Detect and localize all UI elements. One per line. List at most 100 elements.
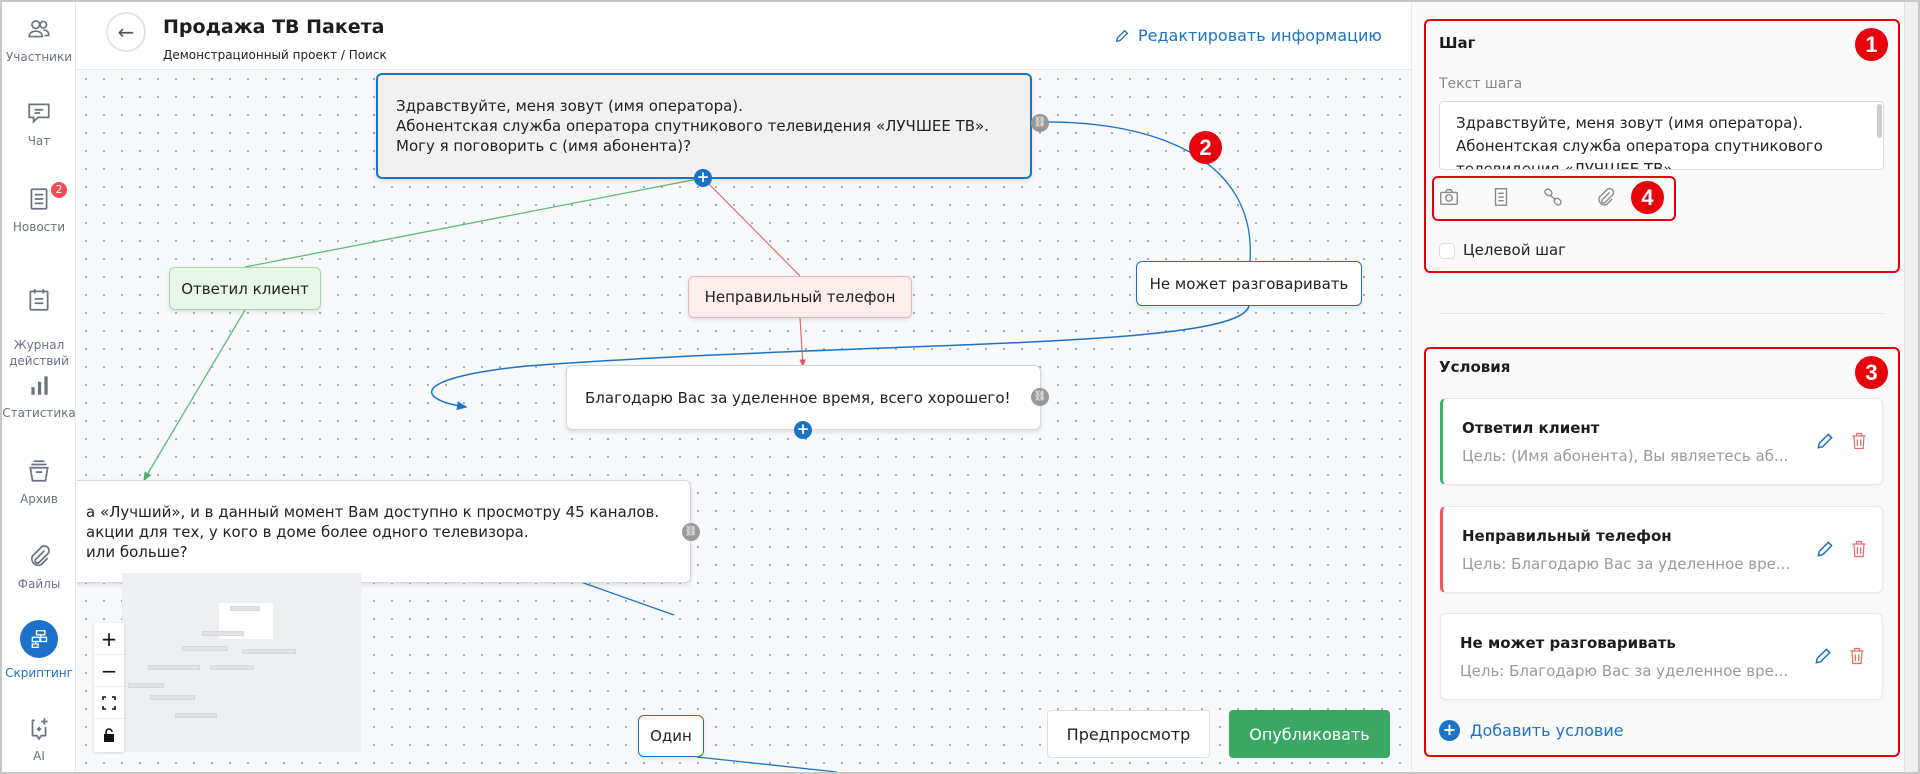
- condition-card[interactable]: Не может разговаривать Цель: Благодарю В…: [1440, 613, 1883, 700]
- link-icon[interactable]: ⛓: [1031, 114, 1049, 132]
- back-button[interactable]: ←: [106, 12, 146, 52]
- stats-icon: [31, 376, 48, 395]
- sidebar-item-label: Новости: [12, 220, 66, 234]
- sidebar-item-files[interactable]: Файлы: [2, 543, 76, 591]
- sidebar-item-label: Скриптинг: [5, 666, 73, 680]
- zoom-controls: + −: [94, 623, 124, 752]
- zoom-in-button[interactable]: +: [94, 623, 124, 655]
- trash-icon[interactable]: [1849, 431, 1869, 451]
- condition-title: Неправильный телефон: [1462, 527, 1672, 545]
- condition-label: Ответил клиент: [181, 279, 309, 298]
- fullscreen-icon: [102, 695, 116, 710]
- condition-card[interactable]: Ответил клиент Цель: (Имя абонента), Вы …: [1440, 398, 1883, 485]
- edge-wrong-phone[interactable]: [702, 177, 803, 366]
- annotation-marker: 1: [1855, 28, 1888, 61]
- link-icon[interactable]: [1542, 186, 1564, 208]
- sidebar-item-scripting[interactable]: Скриптинг: [2, 620, 76, 680]
- journal-icon: [29, 289, 49, 311]
- annotation-box-tools: [1432, 176, 1676, 221]
- edit-pencil-icon[interactable]: [1813, 646, 1833, 666]
- edge-cannot-talk-target[interactable]: [430, 305, 1250, 411]
- breadcrumb[interactable]: Демонстрационный проект / Поиск: [163, 48, 387, 62]
- condition-card[interactable]: Неправильный телефон Цель: Благодарю Вас…: [1440, 506, 1883, 593]
- sidebar-item-label: AI: [33, 749, 45, 763]
- scripting-icon: [20, 620, 58, 658]
- annotation-box-step: [1424, 19, 1900, 273]
- trash-icon[interactable]: [1847, 646, 1867, 666]
- link-icon[interactable]: ⛓: [1031, 388, 1049, 406]
- sidebar-item-statistics[interactable]: Статистика: [2, 372, 76, 420]
- lock-button[interactable]: [94, 719, 124, 751]
- unlock-icon: [104, 728, 114, 742]
- annotation-marker: 3: [1855, 356, 1888, 389]
- preview-button[interactable]: Предпросмотр: [1047, 710, 1210, 758]
- annotation-box-conditions: [1424, 347, 1900, 757]
- page-title: Продажа ТВ Пакета: [163, 16, 385, 38]
- condition-node-wrong-phone[interactable]: Неправильный телефон: [688, 276, 912, 318]
- target-step-checkbox[interactable]: [1439, 243, 1455, 259]
- plus-circle-icon: +: [1439, 720, 1460, 741]
- panel-scrollbar[interactable]: [1904, 2, 1918, 772]
- edit-pencil-icon[interactable]: [1815, 431, 1835, 451]
- step-node-greeting[interactable]: Здравствуйте, меня зовут (имя оператора)…: [376, 73, 1032, 179]
- condition-goal: Цель: Благодарю Вас за уделенное вре...: [1462, 555, 1791, 573]
- condition-node-answered[interactable]: Ответил клиент: [169, 267, 321, 310]
- archive-icon: [29, 460, 49, 482]
- sidebar-item-journal[interactable]: Журнал действий: [2, 271, 76, 369]
- arrow-left-icon: ←: [117, 20, 135, 44]
- minimap[interactable]: [122, 573, 361, 752]
- annotation-marker: 2: [1189, 131, 1222, 164]
- sidebar-item-ai[interactable]: AI: [2, 715, 76, 763]
- edit-info-link[interactable]: Редактировать информацию: [1114, 26, 1382, 45]
- condition-goal: Цель: (Имя абонента), Вы являетесь аб...: [1462, 447, 1789, 465]
- page-header: ← Продажа ТВ Пакета Демонстрационный про…: [77, 2, 1411, 70]
- document-icon[interactable]: [1490, 186, 1512, 208]
- zoom-out-button[interactable]: −: [94, 655, 124, 687]
- add-condition-plus-icon[interactable]: +: [794, 421, 812, 439]
- condition-label: Неправильный телефон: [704, 288, 896, 306]
- condition-goal: Цель: Благодарю Вас за уделенное вре...: [1460, 662, 1789, 680]
- condition-node-cannot-talk[interactable]: Не может разговаривать: [1136, 261, 1362, 306]
- condition-label: Не может разговаривать: [1149, 274, 1349, 293]
- script-canvas[interactable]: Здравствуйте, меня зовут (имя оператора)…: [77, 70, 1411, 772]
- paperclip-icon[interactable]: [1594, 186, 1616, 208]
- sidebar-item-participants[interactable]: Участники: [2, 16, 76, 64]
- target-step-label: Целевой шаг: [1463, 241, 1567, 259]
- pencil-icon: [1115, 29, 1129, 42]
- sidebar-item-archive[interactable]: Архив: [2, 458, 76, 506]
- edit-info-label: Редактировать информацию: [1138, 26, 1382, 45]
- condition-title: Не может разговаривать: [1460, 634, 1676, 652]
- add-condition-plus-icon[interactable]: +: [694, 169, 712, 187]
- step-text: Здравствуйте, меня зовут (имя оператора)…: [396, 97, 989, 155]
- notification-badge: 2: [51, 182, 67, 198]
- sidebar-item-label: Файлы: [17, 577, 61, 591]
- edge-answered[interactable]: [144, 177, 704, 480]
- sidebar-item-news[interactable]: 2 Новости: [2, 182, 76, 234]
- sidebar-item-label: Участники: [5, 50, 73, 64]
- step-text: а «Лучший», и в данный момент Вам доступ…: [86, 502, 660, 561]
- sidebar-item-label: Архив: [20, 492, 58, 506]
- textarea-scrollbar[interactable]: [1877, 104, 1882, 138]
- step-text-input[interactable]: Здравствуйте, меня зовут (имя оператора)…: [1439, 101, 1884, 170]
- sidebar-item-label: Журнал действий: [9, 338, 69, 368]
- step-node-package[interactable]: а «Лучший», и в данный момент Вам доступ…: [77, 480, 691, 583]
- trash-icon[interactable]: [1849, 539, 1869, 559]
- camera-icon[interactable]: [1438, 186, 1460, 208]
- news-icon: [30, 188, 48, 210]
- add-condition-label: Добавить условие: [1470, 721, 1624, 740]
- paperclip-icon: [31, 545, 50, 567]
- edit-pencil-icon[interactable]: [1815, 539, 1835, 559]
- link-icon[interactable]: ⛓: [682, 523, 700, 541]
- condition-node-one[interactable]: Один: [638, 715, 704, 757]
- step-text: Благодарю Вас за уделенное время, всего …: [585, 388, 1011, 407]
- sidebar-item-label: Чат: [27, 134, 51, 148]
- publish-button[interactable]: Опубликовать: [1229, 710, 1390, 758]
- sidebar-item-chat[interactable]: Чат: [2, 100, 76, 148]
- ai-icon: [31, 718, 48, 741]
- fit-view-button[interactable]: [94, 687, 124, 719]
- step-node-goodbye[interactable]: Благодарю Вас за уделенное время, всего …: [566, 365, 1041, 430]
- add-condition-button[interactable]: + Добавить условие: [1439, 720, 1624, 741]
- step-section-title: Шаг: [1439, 34, 1476, 52]
- annotation-marker: 4: [1631, 181, 1664, 214]
